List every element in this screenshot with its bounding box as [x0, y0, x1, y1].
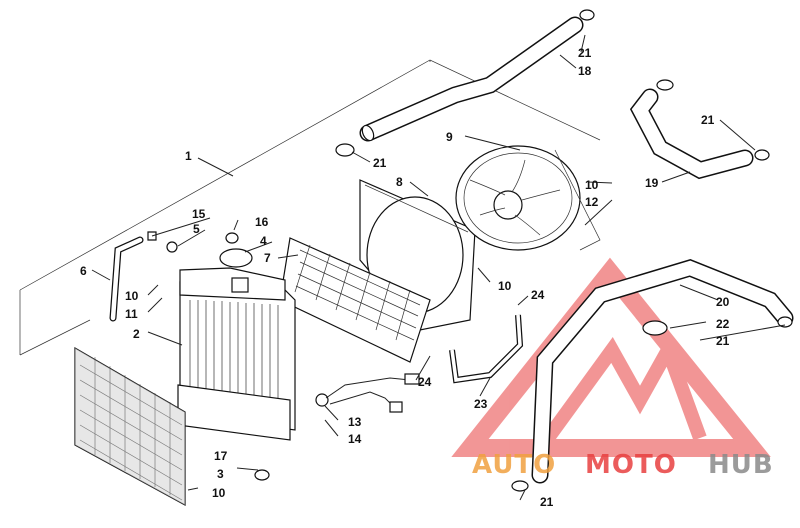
wiring-harness — [315, 373, 420, 413]
grommet-17 — [254, 469, 270, 481]
callout-10-fan: 10 — [585, 178, 599, 192]
callout-7: 7 — [264, 251, 271, 265]
callout-21-bottom: 21 — [540, 495, 554, 509]
callout-10-left: 10 — [125, 289, 139, 303]
callout-2: 2 — [133, 327, 140, 341]
clamp-21-shroud — [335, 143, 355, 157]
grommet-5 — [166, 241, 178, 253]
callout-10-bottom: 10 — [212, 486, 226, 500]
callout-23: 23 — [474, 397, 488, 411]
callout-1: 1 — [185, 149, 192, 163]
callout-8: 8 — [396, 175, 403, 189]
callout-labels: 1 2 3 4 5 6 7 8 9 10 10 10 10 11 12 13 1… — [80, 46, 730, 509]
seal-16 — [225, 232, 239, 244]
watermark-word-2: MOTO — [585, 450, 677, 480]
callout-22: 22 — [716, 317, 730, 331]
leader-lines — [91, 34, 786, 501]
callout-17: 17 — [214, 449, 228, 463]
callout-21-right: 21 — [701, 113, 715, 127]
callout-16: 16 — [255, 215, 269, 229]
hose-19 — [629, 79, 770, 180]
cap-4 — [219, 248, 253, 268]
callout-19: 19 — [645, 176, 659, 190]
watermark-word-3: HUB — [708, 450, 774, 480]
callout-14: 14 — [348, 432, 362, 446]
callout-24-left: 24 — [418, 375, 432, 389]
callout-4: 4 — [260, 234, 267, 248]
callout-15: 15 — [192, 207, 206, 221]
callout-11: 11 — [125, 307, 138, 321]
callout-21-lower: 21 — [716, 334, 730, 348]
clamp-22 — [642, 320, 668, 336]
callout-10-shroud: 10 — [498, 279, 512, 293]
watermark-word-1: AUTO — [472, 450, 556, 480]
assembly-outline — [19, 59, 601, 356]
hose-18 — [359, 9, 595, 142]
callout-18: 18 — [578, 64, 592, 78]
callout-21-top: 21 — [578, 46, 592, 60]
callout-3: 3 — [217, 467, 224, 481]
callout-24-right: 24 — [531, 288, 545, 302]
clamp-top — [579, 9, 595, 21]
callout-9: 9 — [446, 130, 453, 144]
callout-20: 20 — [716, 295, 730, 309]
hose-23 — [449, 314, 524, 384]
watermark-text: AUTO MOTO HUB — [472, 450, 774, 480]
callout-13: 13 — [348, 415, 362, 429]
screen-guard — [74, 346, 186, 507]
callout-6: 6 — [80, 264, 87, 278]
callout-5: 5 — [193, 222, 200, 236]
watermark-m — [542, 333, 707, 443]
hose-20 — [511, 259, 794, 492]
callout-12: 12 — [585, 195, 599, 209]
callout-21-shroud: 21 — [373, 156, 387, 170]
radiator-front — [177, 267, 296, 441]
radiator-cap — [231, 277, 249, 293]
fan-assembly — [455, 145, 601, 251]
